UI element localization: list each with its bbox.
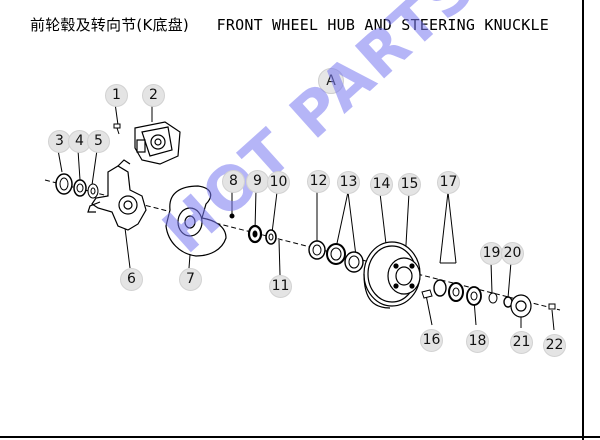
callout-9[interactable]: 9 <box>246 170 269 193</box>
part-16-stud <box>421 289 433 299</box>
part-1-bolt <box>113 123 121 135</box>
callout-4[interactable]: 4 <box>68 130 91 153</box>
part-2-caliper <box>134 121 181 165</box>
part-9-race <box>247 224 263 244</box>
part-13-bearing-set <box>326 243 364 273</box>
part-5-seal <box>87 183 99 199</box>
title-english: FRONT WHEEL HUB AND STEERING KNUCKLE <box>216 16 549 34</box>
callout-19[interactable]: 19 <box>480 242 503 265</box>
diagram-title: 前轮毂及转向节(K底盘) FRONT WHEEL HUB AND STEERIN… <box>30 14 549 35</box>
part-3-seal <box>55 173 73 195</box>
callout-15[interactable]: 15 <box>398 173 421 196</box>
callout-12[interactable]: 12 <box>307 170 330 193</box>
part-7-dust-shield <box>165 185 227 257</box>
callout-21[interactable]: 21 <box>510 331 533 354</box>
part-6-steering-knuckle <box>87 159 147 231</box>
part-22-screw <box>548 303 556 310</box>
callout-5[interactable]: 5 <box>87 130 110 153</box>
callout-11[interactable]: 11 <box>269 275 292 298</box>
callout-20[interactable]: 20 <box>501 242 524 265</box>
part-8-pin <box>229 213 235 219</box>
callout-2[interactable]: 2 <box>142 84 165 107</box>
part-18-nut <box>466 286 482 306</box>
part-4-bearing <box>73 179 87 197</box>
callout-1[interactable]: 1 <box>105 84 128 107</box>
part-15-hub <box>387 257 421 295</box>
sheet-label: A <box>318 68 344 94</box>
part-10-spacer <box>265 229 277 245</box>
part-17-outer-bearing <box>433 279 464 302</box>
callout-8[interactable]: 8 <box>222 170 245 193</box>
callout-16[interactable]: 16 <box>420 329 443 352</box>
callout-7[interactable]: 7 <box>179 268 202 291</box>
callout-10[interactable]: 10 <box>267 171 290 194</box>
title-chinese: 前轮毂及转向节(K底盘) <box>30 16 189 34</box>
part-12-bearing <box>308 240 326 260</box>
callout-6[interactable]: 6 <box>120 268 143 291</box>
callout-14[interactable]: 14 <box>370 173 393 196</box>
callout-22[interactable]: 22 <box>543 334 566 357</box>
part-19-washer <box>488 292 498 304</box>
part-21-hub-cap <box>510 294 532 318</box>
callout-17[interactable]: 17 <box>437 171 460 194</box>
callout-18[interactable]: 18 <box>466 330 489 353</box>
callout-13[interactable]: 13 <box>337 171 360 194</box>
